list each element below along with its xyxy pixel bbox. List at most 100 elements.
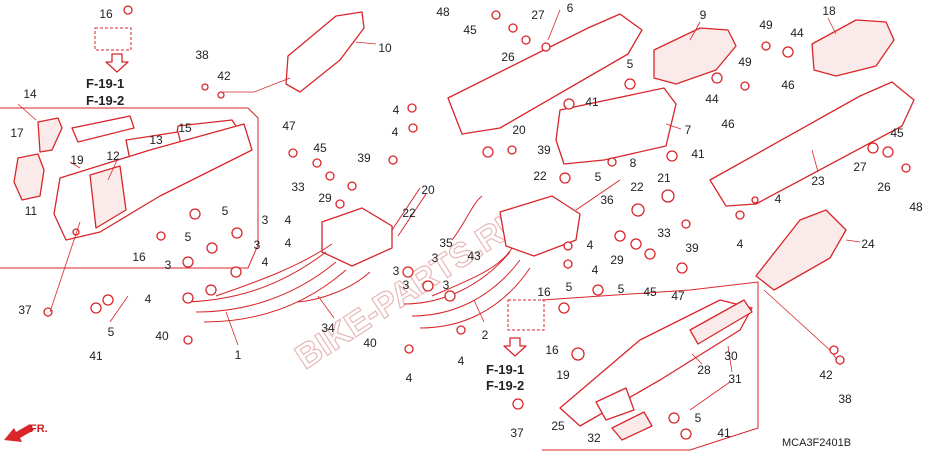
part-label-41[interactable]: 41: [717, 426, 731, 440]
part-label-20[interactable]: 20: [421, 183, 435, 197]
part-label-5[interactable]: 5: [618, 282, 625, 296]
part-label-41[interactable]: 41: [89, 349, 103, 363]
part-label-40[interactable]: 40: [155, 329, 169, 343]
part-label-12[interactable]: 12: [106, 149, 120, 163]
part-label-39[interactable]: 39: [685, 241, 699, 255]
part-label-4[interactable]: 4: [392, 125, 399, 139]
part-label-17[interactable]: 17: [10, 126, 24, 140]
part-label-48[interactable]: 48: [909, 200, 923, 214]
left-ref-label-1[interactable]: F-19-1: [86, 76, 124, 91]
part-label-3[interactable]: 3: [403, 278, 410, 292]
part-label-29[interactable]: 29: [610, 253, 624, 267]
part-label-16[interactable]: 16: [537, 285, 551, 299]
part-label-16[interactable]: 16: [99, 7, 113, 21]
part-label-5[interactable]: 5: [695, 411, 702, 425]
part-label-39[interactable]: 39: [537, 143, 551, 157]
part-label-3[interactable]: 3: [393, 264, 400, 278]
part-label-45[interactable]: 45: [313, 141, 327, 155]
part-label-46[interactable]: 46: [721, 117, 735, 131]
part-label-35[interactable]: 35: [439, 236, 453, 250]
part-label-38[interactable]: 38: [838, 392, 852, 406]
part-label-39[interactable]: 39: [357, 151, 371, 165]
part-label-3[interactable]: 3: [443, 278, 450, 292]
part-label-41[interactable]: 41: [691, 147, 705, 161]
part-label-4[interactable]: 4: [775, 192, 782, 206]
part-label-45[interactable]: 45: [890, 126, 904, 140]
part-label-46[interactable]: 46: [781, 78, 795, 92]
part-label-14[interactable]: 14: [23, 87, 37, 101]
part-label-10[interactable]: 10: [378, 41, 392, 55]
part-label-47[interactable]: 47: [671, 289, 685, 303]
part-label-29[interactable]: 29: [318, 191, 332, 205]
part-label-23[interactable]: 23: [811, 174, 825, 188]
part-label-38[interactable]: 38: [195, 48, 209, 62]
part-label-22[interactable]: 22: [630, 180, 644, 194]
part-label-1[interactable]: 1: [235, 348, 242, 362]
part-label-18[interactable]: 18: [822, 4, 836, 18]
part-label-26[interactable]: 26: [877, 180, 891, 194]
part-label-5[interactable]: 5: [222, 204, 229, 218]
part-label-44[interactable]: 44: [705, 92, 719, 106]
part-label-33[interactable]: 33: [657, 226, 671, 240]
part-label-41[interactable]: 41: [585, 95, 599, 109]
part-label-5[interactable]: 5: [185, 230, 192, 244]
part-label-22[interactable]: 22: [533, 169, 547, 183]
part-label-42[interactable]: 42: [217, 69, 231, 83]
part-label-8[interactable]: 8: [630, 156, 637, 170]
part-label-2[interactable]: 2: [482, 328, 489, 342]
part-label-42[interactable]: 42: [819, 368, 833, 382]
part-label-24[interactable]: 24: [861, 237, 875, 251]
part-label-4[interactable]: 4: [262, 255, 269, 269]
part-label-36[interactable]: 36: [600, 193, 614, 207]
part-label-40[interactable]: 40: [363, 336, 377, 350]
left-ref-label-2[interactable]: F-19-2: [86, 93, 124, 108]
part-label-21[interactable]: 21: [657, 171, 671, 185]
part-label-3[interactable]: 3: [262, 213, 269, 227]
part-label-3[interactable]: 3: [432, 251, 439, 265]
part-label-45[interactable]: 45: [643, 285, 657, 299]
part-label-28[interactable]: 28: [697, 363, 711, 377]
part-label-47[interactable]: 47: [282, 119, 296, 133]
part-label-4[interactable]: 4: [285, 213, 292, 227]
part-label-37[interactable]: 37: [510, 426, 524, 440]
part-label-5[interactable]: 5: [108, 325, 115, 339]
part-label-4[interactable]: 4: [393, 103, 400, 117]
part-label-45[interactable]: 45: [463, 23, 477, 37]
part-label-3[interactable]: 3: [165, 258, 172, 272]
part-label-19[interactable]: 19: [70, 153, 84, 167]
part-label-4[interactable]: 4: [592, 263, 599, 277]
part-label-19[interactable]: 19: [556, 368, 570, 382]
center-ref-label-2[interactable]: F-19-2: [486, 378, 524, 393]
part-label-16[interactable]: 16: [132, 250, 146, 264]
part-label-4[interactable]: 4: [587, 238, 594, 252]
part-label-49[interactable]: 49: [759, 18, 773, 32]
part-label-20[interactable]: 20: [512, 123, 526, 137]
part-label-22[interactable]: 22: [402, 206, 416, 220]
part-label-4[interactable]: 4: [145, 292, 152, 306]
part-label-13[interactable]: 13: [149, 133, 163, 147]
part-label-27[interactable]: 27: [531, 8, 545, 22]
part-label-5[interactable]: 5: [595, 170, 602, 184]
part-label-34[interactable]: 34: [321, 321, 335, 335]
part-label-5[interactable]: 5: [566, 280, 573, 294]
part-label-44[interactable]: 44: [790, 26, 804, 40]
part-label-4[interactable]: 4: [285, 236, 292, 250]
part-label-4[interactable]: 4: [737, 237, 744, 251]
part-label-15[interactable]: 15: [178, 121, 192, 135]
part-label-3[interactable]: 3: [254, 238, 261, 252]
center-ref-label-1[interactable]: F-19-1: [486, 362, 524, 377]
part-label-4[interactable]: 4: [406, 371, 413, 385]
part-label-7[interactable]: 7: [685, 123, 692, 137]
part-label-30[interactable]: 30: [724, 349, 738, 363]
part-label-43[interactable]: 43: [467, 249, 481, 263]
part-label-37[interactable]: 37: [18, 303, 32, 317]
part-label-48[interactable]: 48: [436, 5, 450, 19]
part-label-27[interactable]: 27: [853, 160, 867, 174]
part-label-31[interactable]: 31: [728, 372, 742, 386]
part-label-16[interactable]: 16: [545, 343, 559, 357]
part-label-4[interactable]: 4: [458, 354, 465, 368]
part-label-6[interactable]: 6: [567, 1, 574, 15]
part-label-49[interactable]: 49: [738, 55, 752, 69]
part-label-5[interactable]: 5: [627, 57, 634, 71]
part-label-33[interactable]: 33: [291, 180, 305, 194]
